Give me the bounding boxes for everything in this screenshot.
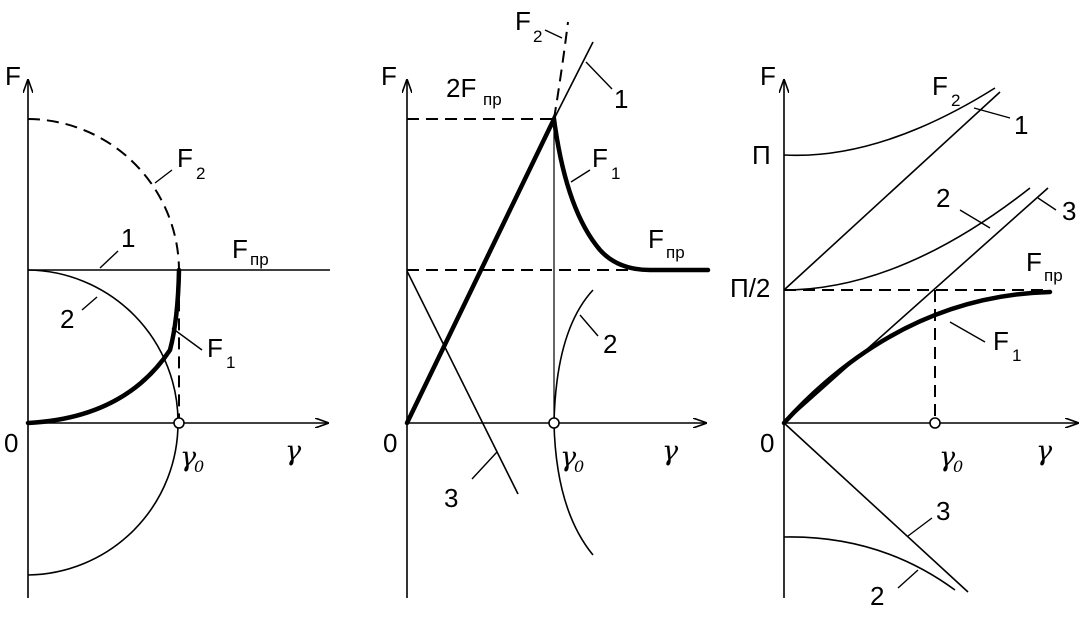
y-axis-label-middle: F: [381, 61, 397, 91]
x-axis-label-right: γ: [1036, 436, 1053, 467]
svg-text:F: F: [932, 71, 948, 101]
svg-text:F: F: [515, 6, 531, 36]
svg-text:F: F: [177, 143, 193, 173]
gamma0-point-right: [929, 417, 941, 429]
svg-text:F: F: [1026, 247, 1042, 277]
svg-text:1: 1: [1012, 346, 1021, 365]
panel-left: F 0 γ γ 0 F 2 F пр 1 2 F 1: [4, 61, 330, 598]
label-fpr-middle: F пр: [648, 224, 685, 262]
curve-3-middle: [406, 270, 519, 495]
curve-1-middle: [553, 41, 594, 120]
label-3-middle: 3: [444, 483, 458, 513]
label-2-middle: 2: [603, 329, 617, 359]
svg-text:пр: пр: [1044, 266, 1063, 285]
gamma0-label-right: γ 0: [939, 442, 963, 476]
gamma0-label-left: γ 0: [180, 442, 204, 476]
svg-text:2: 2: [951, 91, 960, 110]
leader-f1-left: [171, 327, 203, 351]
label-2-right-bottom: 2: [870, 581, 884, 611]
curve-f2-right: [783, 87, 996, 157]
origin-label-right: 0: [760, 428, 774, 458]
leader-1-right: [973, 107, 1011, 119]
y-axis-label-right: F: [760, 61, 776, 91]
leader-2-right-top: [959, 209, 991, 229]
leader-f1-middle: [570, 169, 591, 183]
x-axis-label-middle: γ: [662, 436, 679, 467]
curve-2-right-bottom: [783, 536, 956, 591]
curve-1-right: [783, 91, 1001, 291]
leader-2-right-bottom: [897, 569, 919, 589]
label-fpr-left: F пр: [232, 234, 269, 269]
curve-f1-left: [25, 267, 182, 426]
leader-1-left: [99, 250, 119, 269]
svg-text:пр: пр: [250, 250, 269, 269]
panel-middle: F 0 γ γ 0 2F пр F 2 1: [381, 6, 711, 598]
panel-right: F 0 γ γ 0 П П/2 F 2 1 2: [730, 61, 1078, 611]
svg-text:γ: γ: [939, 442, 956, 473]
label-f2-left: F 2: [177, 143, 205, 183]
svg-text:γ: γ: [180, 442, 197, 473]
leader-2-left: [81, 296, 98, 311]
svg-text:2: 2: [533, 27, 542, 46]
leader-3-right-top: [1037, 197, 1057, 211]
leader-f1-right: [949, 321, 986, 343]
svg-text:F: F: [232, 234, 248, 264]
curve-f2-left: [27, 118, 180, 423]
label-f1-left: F 1: [207, 333, 235, 372]
curve-f1-right: [781, 289, 1053, 426]
curve-f1-middle: [404, 111, 711, 426]
gamma0-label-middle: γ 0: [560, 442, 584, 476]
label-1-left: 1: [121, 223, 135, 253]
svg-text:2: 2: [196, 164, 205, 183]
y-axis-label-left: F: [5, 61, 21, 91]
leader-1-middle: [585, 61, 613, 90]
label-3-right-bottom: 3: [936, 496, 950, 526]
label-1-middle: 1: [614, 84, 628, 114]
label-f1-middle: F 1: [592, 143, 620, 183]
x-axis-label-left: γ: [285, 436, 302, 467]
curve-3-right-bottom: [783, 422, 969, 593]
label-f2-middle: F 2: [515, 6, 542, 46]
svg-text:F: F: [592, 143, 608, 173]
svg-text:пр: пр: [666, 243, 685, 262]
origin-label-left: 0: [4, 428, 18, 458]
curve-f2-middle: [553, 21, 569, 120]
leader-3-right-bottom: [907, 517, 933, 537]
svg-text:2F: 2F: [446, 73, 476, 103]
svg-text:1: 1: [226, 353, 235, 372]
label-2-right-top: 2: [936, 183, 950, 213]
svg-text:F: F: [207, 333, 223, 363]
curve-2-right-top: [783, 187, 1031, 291]
label-2fpr-middle: 2F пр: [446, 73, 502, 109]
label-f1-right: F 1: [993, 326, 1021, 365]
leader-3-middle: [471, 451, 498, 480]
origin-label-middle: 0: [383, 428, 397, 458]
curve-3-right-top: [783, 187, 1049, 424]
svg-text:0: 0: [953, 457, 963, 476]
label-1-right: 1: [1014, 110, 1028, 140]
svg-text:1: 1: [611, 164, 620, 183]
p-tick-label: П: [752, 140, 771, 170]
p-half-tick-label: П/2: [730, 273, 770, 303]
leader-f2-left: [154, 169, 173, 184]
label-f2-right: F 2: [932, 71, 960, 110]
leader-f2-middle: [544, 29, 563, 39]
svg-text:F: F: [993, 326, 1009, 356]
gamma0-point-left: [173, 417, 185, 429]
label-fpr-right: F пр: [1026, 247, 1063, 285]
label-2-left: 2: [60, 304, 74, 334]
svg-text:0: 0: [574, 457, 584, 476]
label-3-right-top: 3: [1062, 196, 1076, 226]
leader-2-middle: [579, 314, 599, 337]
svg-text:F: F: [648, 224, 664, 254]
svg-text:0: 0: [194, 457, 204, 476]
gamma0-point-middle: [548, 417, 560, 429]
svg-text:γ: γ: [560, 442, 577, 473]
svg-text:пр: пр: [483, 90, 502, 109]
